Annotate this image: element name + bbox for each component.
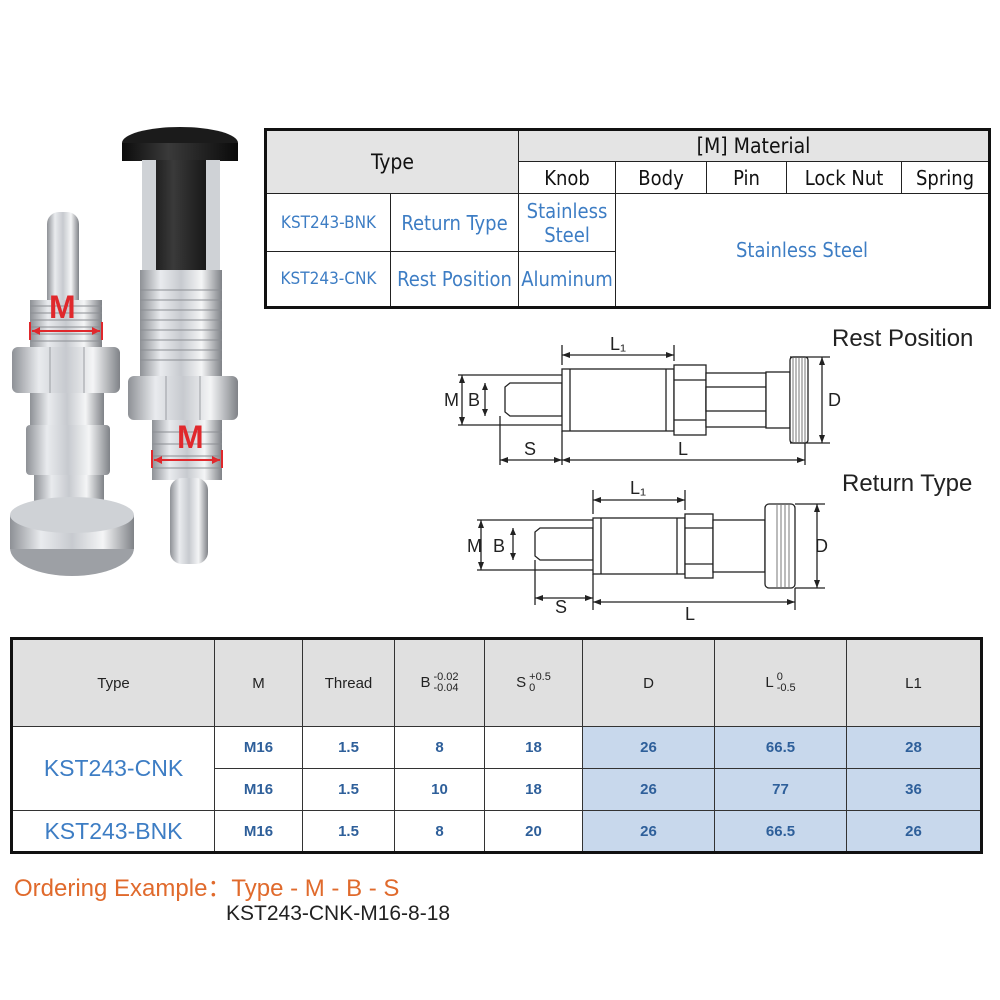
dim-s-label: S <box>555 597 567 617</box>
ordering-example-title: Ordering Example：Type - M - B - S <box>14 875 400 902</box>
cell-m: M16 <box>214 768 303 811</box>
col-pin: Pin <box>706 161 788 194</box>
cell-l1: 28 <box>846 726 982 769</box>
cell-b: 10 <box>394 768 485 811</box>
row-desc: Return Type <box>389 193 520 252</box>
header-b-label: B <box>420 673 431 691</box>
header-l1: L1 <box>846 638 982 727</box>
header-thread: Thread <box>302 638 395 727</box>
cell-thread: 1.5 <box>302 768 395 811</box>
col-knob: Knob <box>518 161 617 194</box>
cell-m: M16 <box>214 810 303 853</box>
cell-b: 8 <box>394 810 485 853</box>
b-tol-upper: -0.02 <box>433 671 459 683</box>
col-lock-nut: Lock Nut <box>786 161 903 194</box>
cell-s: 18 <box>484 768 583 811</box>
cell-l1: 36 <box>846 768 982 811</box>
row-knob-material: Stainless Steel <box>518 193 617 252</box>
cell-b: 8 <box>394 726 485 769</box>
dim-d-label: D <box>828 390 841 410</box>
cell-d: 26 <box>582 810 715 853</box>
shared-material: Stainless Steel <box>615 193 991 308</box>
cell-l: 66.5 <box>714 726 847 769</box>
dim-l-label: L <box>685 604 695 624</box>
row-knob-material: Aluminum <box>518 251 617 308</box>
cell-m: M16 <box>214 726 303 769</box>
header-d: D <box>582 638 715 727</box>
photo-m-label-left: M <box>49 289 76 325</box>
material-table: Type [M] Material Knob Body Pin Lock Nut… <box>264 128 992 309</box>
dim-b-label: B <box>468 390 480 410</box>
header-l-label: L <box>765 673 774 691</box>
dim-s-label: S <box>524 439 536 459</box>
cell-l: 66.5 <box>714 810 847 853</box>
header-m: M <box>214 638 303 727</box>
dim-d-label: D <box>815 536 828 556</box>
return-type-title: Return Type <box>842 470 973 497</box>
dim-m-label: M <box>444 390 459 410</box>
cell-thread: 1.5 <box>302 726 395 769</box>
header-s-label: S <box>516 673 527 691</box>
product-photo: M M <box>10 127 238 576</box>
ordering-example-code: KST243-CNK-M16-8-18 <box>226 902 451 925</box>
cell-d: 26 <box>582 768 715 811</box>
s-tol-upper: +0.5 <box>529 671 551 683</box>
cell-s: 20 <box>484 810 583 853</box>
dim-l1-label: L₁ <box>630 478 646 498</box>
dim-l-label: L <box>678 439 688 459</box>
row-desc: Rest Position <box>389 251 520 308</box>
col-spring: Spring <box>901 161 991 194</box>
cell-d: 26 <box>582 726 715 769</box>
rest-position-title: Rest Position <box>832 325 974 352</box>
type-header: Type <box>264 129 520 194</box>
row-type: KST243-BNK <box>11 810 215 853</box>
header-b: B-0.02-0.04 <box>394 638 485 727</box>
rest-position-diagram: L₁ M B D S L <box>444 334 841 465</box>
return-type-diagram: L₁ M B D S L <box>467 478 828 624</box>
l-tol-lower: -0.5 <box>776 682 796 694</box>
l-tol-upper: 0 <box>776 671 783 683</box>
cell-l: 77 <box>714 768 847 811</box>
cell-l1: 26 <box>846 810 982 853</box>
dim-l1-label: L₁ <box>610 334 626 354</box>
s-tol-lower: 0 <box>529 682 536 694</box>
cell-thread: 1.5 <box>302 810 395 853</box>
col-body: Body <box>615 161 708 194</box>
b-tol-lower: -0.04 <box>433 682 459 694</box>
row-type: KST243-CNK <box>11 726 215 811</box>
photo-m-label-right: M <box>177 419 204 455</box>
material-header: [M] Material <box>518 129 991 162</box>
dim-m-label: M <box>467 536 482 556</box>
row-type: KST243-CNK <box>265 251 391 308</box>
cell-s: 18 <box>484 726 583 769</box>
row-type: KST243-BNK <box>265 193 391 252</box>
dim-b-label: B <box>493 536 505 556</box>
header-type: Type <box>11 638 215 727</box>
